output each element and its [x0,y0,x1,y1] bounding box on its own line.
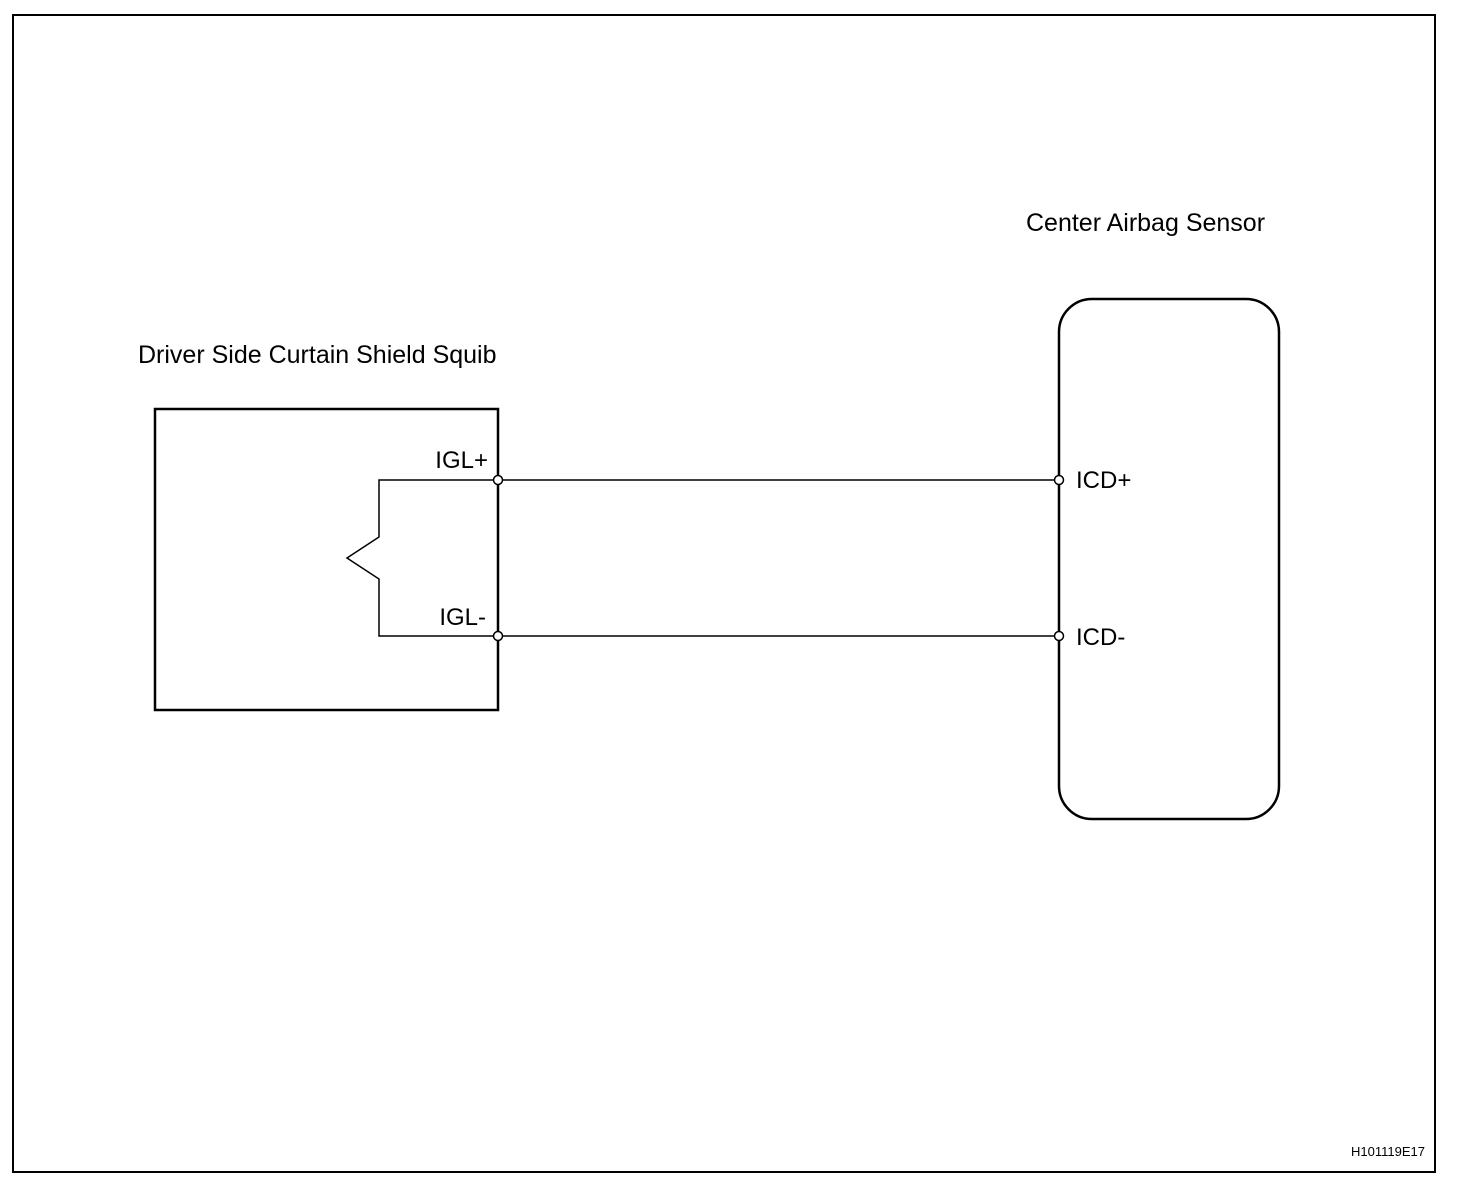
sensor-box [1057,297,1281,821]
squib-component: Driver Side Curtain Shield Squib IGL+ IG… [138,341,500,712]
sensor-component: Center Airbag Sensor ICD+ ICD- [1026,209,1281,821]
squib-pin-negative-label: IGL- [439,604,486,631]
squib-element [345,479,498,637]
figure-code: H101119E17 [1351,1144,1425,1159]
squib-title: Driver Side Curtain Shield Squib [138,341,497,369]
squib-box [153,407,500,712]
terminal-icd-positive [1053,474,1065,486]
sensor-title: Center Airbag Sensor [1026,209,1265,237]
diagram-frame [12,14,1436,1173]
terminal-igl-negative [492,630,504,642]
terminal-igl-positive [492,474,504,486]
sensor-pin-negative-label: ICD- [1076,624,1125,651]
sensor-pin-positive-label: ICD+ [1076,467,1131,494]
terminal-icd-negative [1053,630,1065,642]
squib-pin-positive-label: IGL+ [435,447,488,474]
